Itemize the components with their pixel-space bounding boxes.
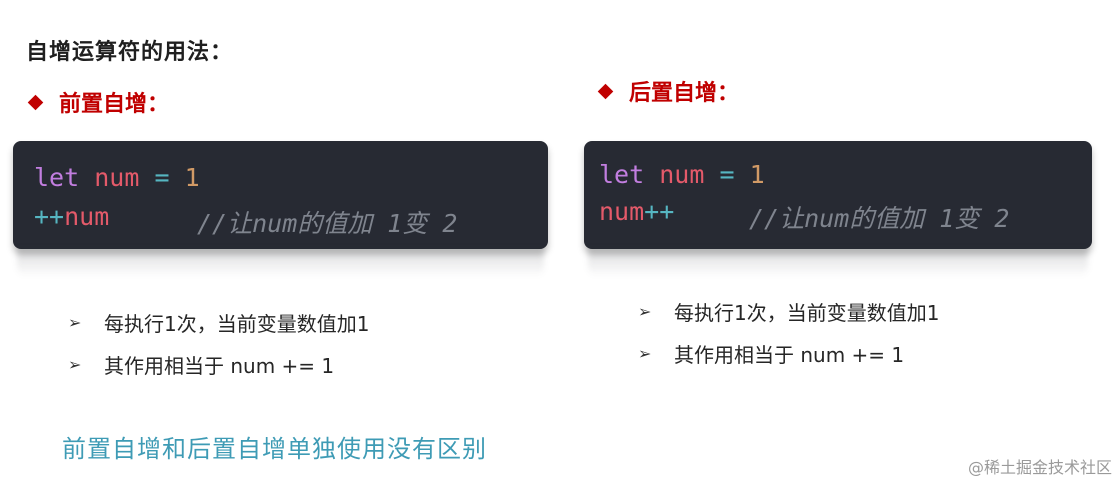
bullet-item: ➢ 其作用相当于 num += 1 (68, 343, 369, 385)
code-comment: //让num的值加 1变 2 (749, 204, 1010, 233)
code-line-2: ++num (34, 204, 109, 229)
code-variable: num (599, 197, 645, 226)
post-increment-heading: 后置自增： (596, 75, 739, 107)
arrow-right-icon: ➢ (638, 301, 652, 321)
code-increment-operator: ++ (34, 202, 65, 231)
diamond-icon (597, 83, 614, 99)
bullet-item: ➢ 每执行1次，当前变量数值加1 (68, 301, 369, 343)
code-line-1: let num = 1 (34, 165, 200, 190)
arrow-right-icon: ➢ (638, 343, 652, 363)
code-keyword: let (34, 163, 80, 192)
bullet-text: 每执行1次，当前变量数值加1 (104, 311, 370, 336)
code-keyword: let (599, 160, 645, 189)
code-operator: = (154, 163, 170, 192)
bullet-text: 其作用相当于 num += 1 (104, 353, 335, 378)
code-operator: = (719, 160, 735, 189)
bullet-text: 每执行1次，当前变量数值加1 (674, 300, 940, 325)
summary-note: 前置自增和后置自增单独使用没有区别 (62, 435, 487, 463)
arrow-right-icon: ➢ (68, 312, 82, 332)
code-variable: num (64, 202, 110, 231)
code-block-reflection (17, 249, 544, 277)
pre-increment-code-block: let num = 1 ++num //让num的值加 1变 2 (13, 141, 548, 277)
pre-increment-bullet-list: ➢ 每执行1次，当前变量数值加1 ➢ 其作用相当于 num += 1 (68, 301, 369, 385)
page-title: 自增运算符的用法： (26, 40, 234, 65)
bullet-item: ➢ 其作用相当于 num += 1 (638, 332, 939, 374)
arrow-right-icon: ➢ (68, 354, 82, 374)
code-variable: num (94, 163, 140, 192)
code-block-reflection (588, 249, 1088, 277)
code-line-1: let num = 1 (599, 162, 765, 187)
bullet-text: 其作用相当于 num += 1 (674, 342, 905, 367)
post-increment-heading-label: 后置自增： (629, 81, 740, 106)
post-increment-code-block: let num = 1 num++ //让num的值加 1变 2 (584, 141, 1092, 277)
diamond-icon (27, 94, 44, 110)
watermark: @稀土掘金技术社区 (967, 458, 1112, 477)
code-number: 1 (184, 163, 200, 192)
code-increment-operator: ++ (644, 197, 675, 226)
code-comment: //让num的值加 1变 2 (197, 209, 458, 238)
code-variable: num (659, 160, 705, 189)
post-increment-bullet-list: ➢ 每执行1次，当前变量数值加1 ➢ 其作用相当于 num += 1 (638, 290, 939, 374)
bullet-item: ➢ 每执行1次，当前变量数值加1 (638, 290, 939, 332)
pre-increment-heading: 前置自增： (26, 86, 169, 118)
pre-increment-heading-label: 前置自增： (59, 92, 170, 117)
code-number: 1 (749, 160, 765, 189)
code-line-2: num++ (599, 199, 674, 224)
